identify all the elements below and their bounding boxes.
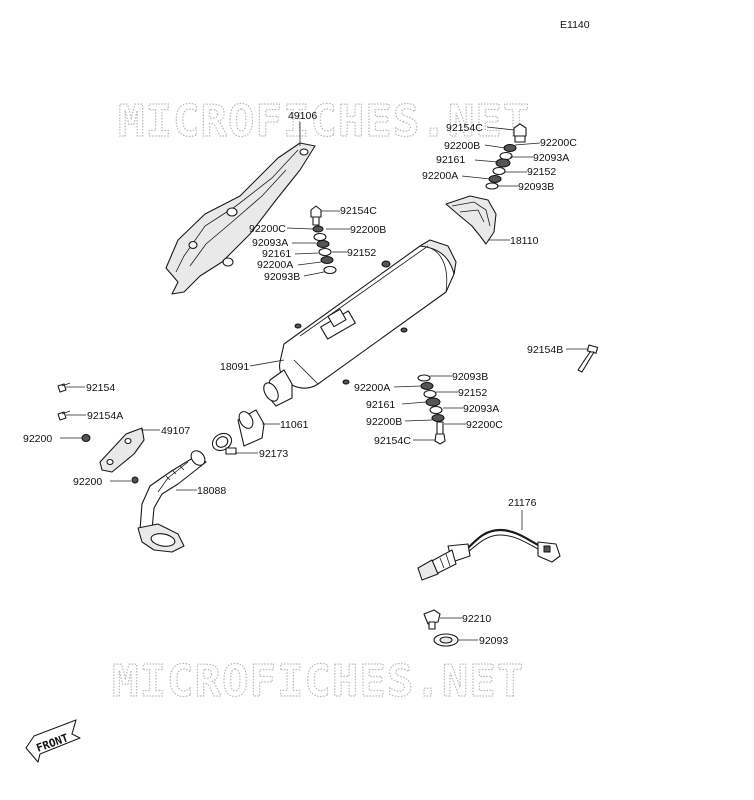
clamp-92173[interactable] <box>209 430 237 455</box>
bolt-stack-bottom[interactable] <box>417 374 446 445</box>
label-92093A-bottom: 92093A <box>463 403 499 415</box>
label-92210: 92210 <box>462 613 491 625</box>
label-18088: 18088 <box>197 485 226 497</box>
label-92161-mid: 92161 <box>262 248 291 260</box>
exhaust-pipe-18088[interactable] <box>137 448 208 553</box>
label-21176: 21176 <box>508 497 537 509</box>
bracket-49107[interactable] <box>99 427 145 473</box>
watermark-top: MICROFICHES.NET <box>118 96 530 147</box>
label-92152-top: 92152 <box>527 166 556 178</box>
label-18110: 18110 <box>510 235 539 247</box>
label-92093: 92093 <box>479 635 508 647</box>
label-92200B-bottom: 92200B <box>366 416 402 428</box>
label-92093A-mid: 92093A <box>252 237 288 249</box>
label-92093B-top: 92093B <box>518 181 554 193</box>
diagram-code: E1140 <box>560 19 590 31</box>
label-92200-upper: 92200 <box>23 433 52 445</box>
nut-92200-lower[interactable] <box>131 476 139 484</box>
label-49107: 49107 <box>161 425 190 437</box>
label-92161-top: 92161 <box>436 154 465 166</box>
label-92200C-bottom: 92200C <box>466 419 503 431</box>
label-92200A-top: 92200A <box>422 170 458 182</box>
label-11061: 11061 <box>280 419 309 431</box>
label-92200B-top: 92200B <box>444 140 480 152</box>
label-92200C-mid: 92200C <box>249 223 286 235</box>
label-92154B: 92154B <box>527 344 563 356</box>
label-49106: 49106 <box>288 110 317 122</box>
label-92200A-bottom: 92200A <box>354 382 390 394</box>
label-92154C-top: 92154C <box>446 122 483 134</box>
muffler-cover-18110[interactable] <box>445 195 497 245</box>
label-92200B-mid: 92200B <box>350 224 386 236</box>
bolt-92210[interactable] <box>423 609 441 630</box>
front-direction-arrow: FRONT <box>25 719 81 763</box>
bolt-stack-top-right[interactable] <box>485 123 527 190</box>
nut-92200-upper[interactable] <box>81 434 91 442</box>
gasket-11061[interactable] <box>236 409 265 447</box>
label-92200C-top: 92200C <box>540 137 577 149</box>
label-92154C-bottom: 92154C <box>374 435 411 447</box>
bolt-stack-middle[interactable] <box>310 205 337 275</box>
label-92152-mid: 92152 <box>347 247 376 259</box>
label-92152-bottom: 92152 <box>458 387 487 399</box>
label-92093B-bottom: 92093B <box>452 371 488 383</box>
label-92173: 92173 <box>259 448 288 460</box>
label-92200-lower: 92200 <box>73 476 102 488</box>
label-92154A: 92154A <box>87 410 123 422</box>
muffler-18091[interactable] <box>261 239 457 407</box>
bolt-92154B[interactable] <box>577 344 599 373</box>
label-18091: 18091 <box>220 361 249 373</box>
label-92154C-mid: 92154C <box>340 205 377 217</box>
label-92161-bottom: 92161 <box>366 399 395 411</box>
label-92154: 92154 <box>86 382 115 394</box>
heat-shield-49106[interactable] <box>165 142 316 295</box>
bolt-92154A[interactable] <box>57 410 71 421</box>
label-92093A-top: 92093A <box>533 152 569 164</box>
watermark-bottom: MICROFICHES.NET <box>112 656 524 707</box>
oxygen-sensor-21176[interactable] <box>417 528 561 581</box>
label-92200A-mid: 92200A <box>257 259 293 271</box>
washer-92093[interactable] <box>433 633 459 647</box>
label-92093B-mid: 92093B <box>264 271 300 283</box>
bolt-92154[interactable] <box>57 382 71 393</box>
